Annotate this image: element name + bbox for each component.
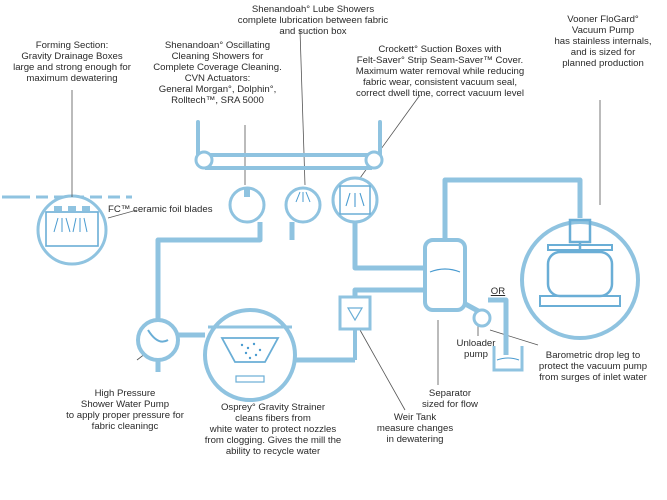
label-lube-showers: Shenandoah° Lube Showers complete lubric… (237, 4, 389, 37)
label-oscillating-showers: Shenandoan° Oscillating Cleaning Showers… (153, 40, 282, 106)
lube-shower (284, 186, 322, 224)
unloader-pump (472, 308, 492, 328)
oscillating-shower (228, 186, 266, 224)
label-suction-boxes: Crockett° Suction Boxes with Felt-Saver°… (355, 44, 525, 99)
fabric-loop (196, 120, 382, 170)
label-barometric-drop-leg: Barometric drop leg to protect the vacuu… (538, 350, 648, 383)
label-forming-section: Forming Section: Gravity Drainage Boxes … (13, 40, 131, 84)
gravity-drainage-box (36, 194, 108, 266)
suction-box (331, 176, 379, 224)
gravity-strainer (203, 308, 297, 402)
label-separator: Separator sized for flow (422, 388, 478, 410)
label-hp-pump: High Pressure Shower Water Pump to apply… (66, 388, 184, 432)
label-vacuum-pump: Vooner FloGard° Vacuum Pump has stainles… (554, 14, 652, 69)
label-gravity-strainer: Osprey° Gravity Strainer cleans fibers f… (204, 402, 342, 457)
barometric-cup (492, 346, 524, 372)
separator-tank (423, 238, 467, 312)
label-weir-tank: Weir Tank measure changes in dewatering (376, 412, 454, 445)
hp-pump (136, 318, 180, 362)
label-or: OR (490, 286, 506, 297)
label-unloader-pump: Unloader pump (456, 338, 496, 360)
vacuum-pump (520, 218, 640, 340)
fabric-rollers (194, 150, 384, 170)
weir-tank (338, 295, 372, 360)
label-foil-blades: FC™ ceramic foil blades (108, 204, 213, 215)
